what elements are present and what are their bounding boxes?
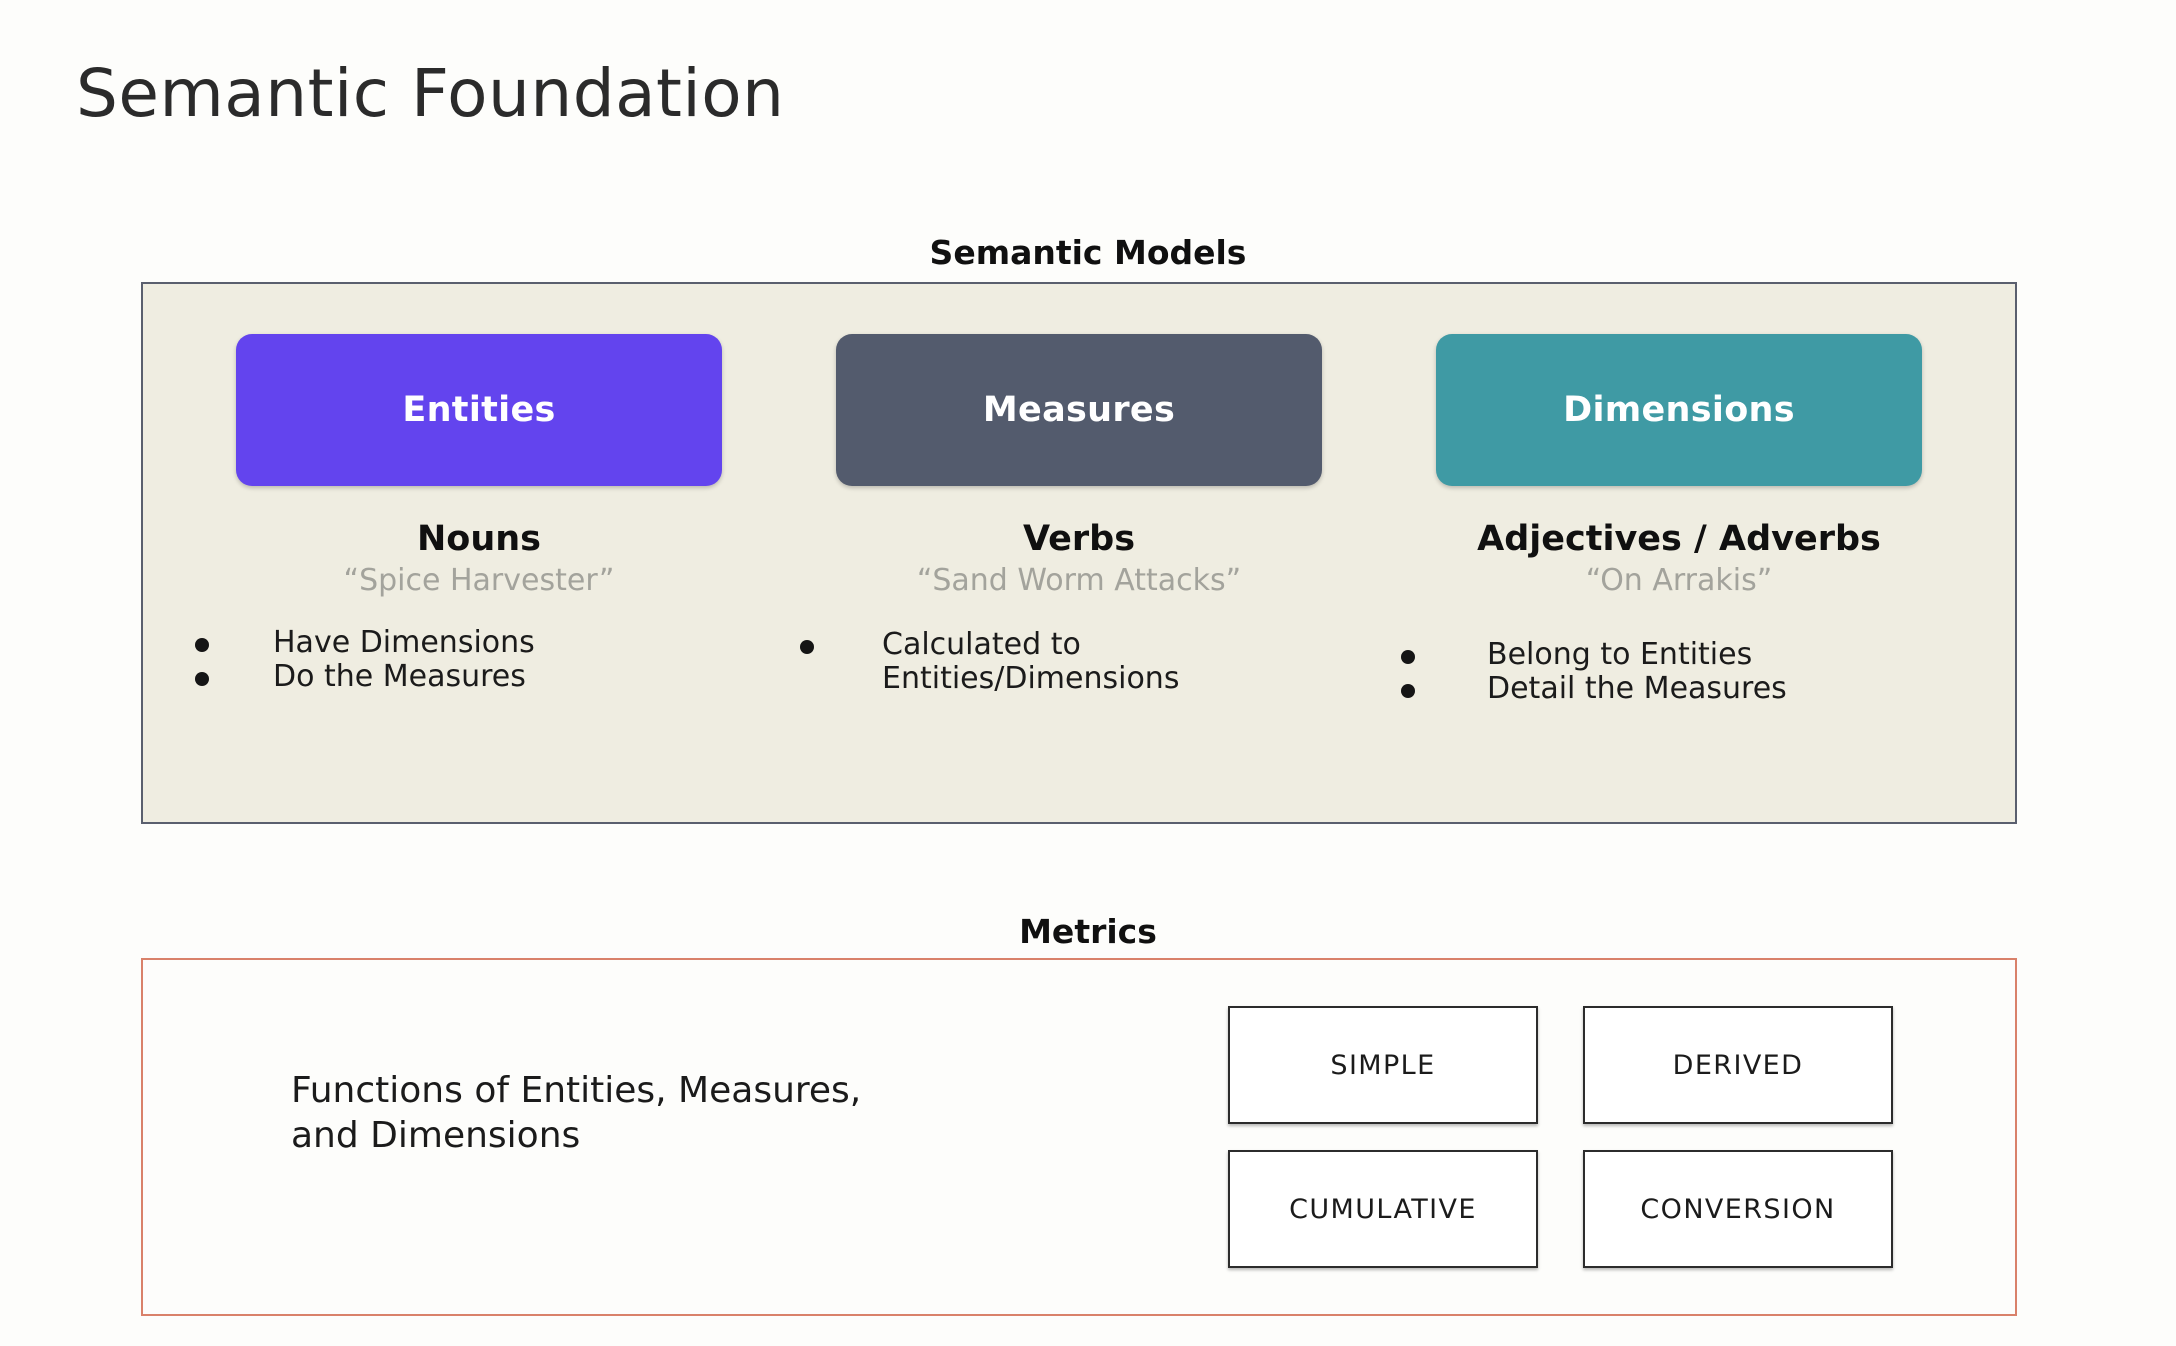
metrics-panel: Functions of Entities, Measures, and Dim… — [141, 958, 2017, 1316]
entities-pill[interactable]: Entities — [236, 334, 722, 486]
semantic-models-columns: Entities Nouns “Spice Harvester” Have Di… — [143, 284, 2015, 822]
bullet-dot-icon — [800, 640, 814, 654]
bullet-dot-icon — [195, 638, 209, 652]
list-item-label: Belong to Entities — [1487, 637, 1753, 672]
semantic-column-measures: Measures Verbs “Sand Worm Attacks” Calcu… — [779, 334, 1379, 822]
entities-example: “Spice Harvester” — [343, 563, 615, 598]
metric-type-simple[interactable]: SIMPLE — [1228, 1006, 1538, 1124]
list-item: Have Dimensions — [195, 626, 795, 660]
measures-pill[interactable]: Measures — [836, 334, 1322, 486]
measures-example: “Sand Worm Attacks” — [916, 563, 1242, 598]
dimensions-part-of-speech: Adjectives / Adverbs — [1477, 519, 1881, 559]
semantic-column-dimensions: Dimensions Adjectives / Adverbs “On Arra… — [1379, 334, 1979, 822]
dimensions-bullet-list: Belong to Entities Detail the Measures — [1357, 638, 2001, 705]
semantic-models-caption: Semantic Models — [929, 233, 1247, 272]
list-item-label: Detail the Measures — [1487, 670, 1787, 706]
list-item: Do the Measures — [195, 658, 795, 694]
bullet-dot-icon — [195, 671, 209, 686]
list-item-label: Calculated to Entities/Dimensions — [882, 627, 1180, 696]
list-item: Detail the Measures — [1401, 670, 2001, 706]
semantic-column-entities: Entities Nouns “Spice Harvester” Have Di… — [179, 334, 779, 822]
list-item-label: Do the Measures — [273, 658, 526, 694]
measures-bullet-list: Calculated to Entities/Dimensions — [758, 628, 1400, 695]
list-item: Calculated to Entities/Dimensions — [800, 628, 1400, 695]
measures-part-of-speech: Verbs — [1022, 519, 1136, 559]
list-item: Belong to Entities — [1401, 638, 2001, 672]
metrics-type-grid: SIMPLE DERIVED CUMULATIVE CONVERSION — [1228, 1006, 1893, 1268]
list-item-label: Have Dimensions — [273, 625, 535, 660]
metric-type-derived[interactable]: DERIVED — [1583, 1006, 1893, 1124]
metrics-description: Functions of Entities, Measures, and Dim… — [291, 1070, 862, 1157]
page-title: Semantic Foundation — [76, 55, 785, 132]
dimensions-pill[interactable]: Dimensions — [1436, 334, 1922, 486]
metrics-caption: Metrics — [1019, 912, 1157, 951]
bullet-dot-icon — [1401, 650, 1415, 664]
metric-type-conversion[interactable]: CONVERSION — [1583, 1150, 1893, 1268]
metric-type-cumulative[interactable]: CUMULATIVE — [1228, 1150, 1538, 1268]
dimensions-example: “On Arrakis” — [1585, 563, 1773, 598]
semantic-models-panel: Entities Nouns “Spice Harvester” Have Di… — [141, 282, 2017, 824]
bullet-dot-icon — [1401, 683, 1415, 698]
entities-part-of-speech: Nouns — [416, 519, 541, 559]
entities-bullet-list: Have Dimensions Do the Measures — [163, 626, 795, 693]
